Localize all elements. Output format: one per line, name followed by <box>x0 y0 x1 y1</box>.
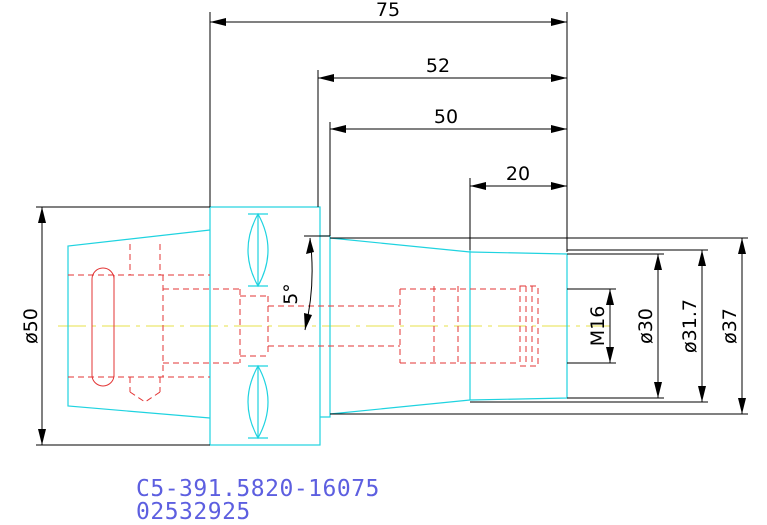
dim-50-label: 50 <box>434 106 458 128</box>
part-outline <box>67 206 568 446</box>
hidden-bore <box>68 244 539 403</box>
part-number: C5-391.5820-16075 <box>136 476 380 502</box>
dim-dia30-label: ø30 <box>635 308 657 344</box>
dimensions <box>36 12 748 446</box>
dim-20-label: 20 <box>506 163 530 185</box>
order-code: 02532925 <box>136 499 251 525</box>
dim-dia50-label: ø50 <box>20 308 42 344</box>
dim-angle-label: 5° <box>280 283 302 305</box>
dim-dia37-label: ø37 <box>719 308 741 344</box>
dim-52-label: 52 <box>426 55 450 77</box>
dim-dia31-7-label: ø31.7 <box>679 299 701 353</box>
dim-75-label: 75 <box>376 0 400 21</box>
dim-m16-label: M16 <box>587 306 609 347</box>
